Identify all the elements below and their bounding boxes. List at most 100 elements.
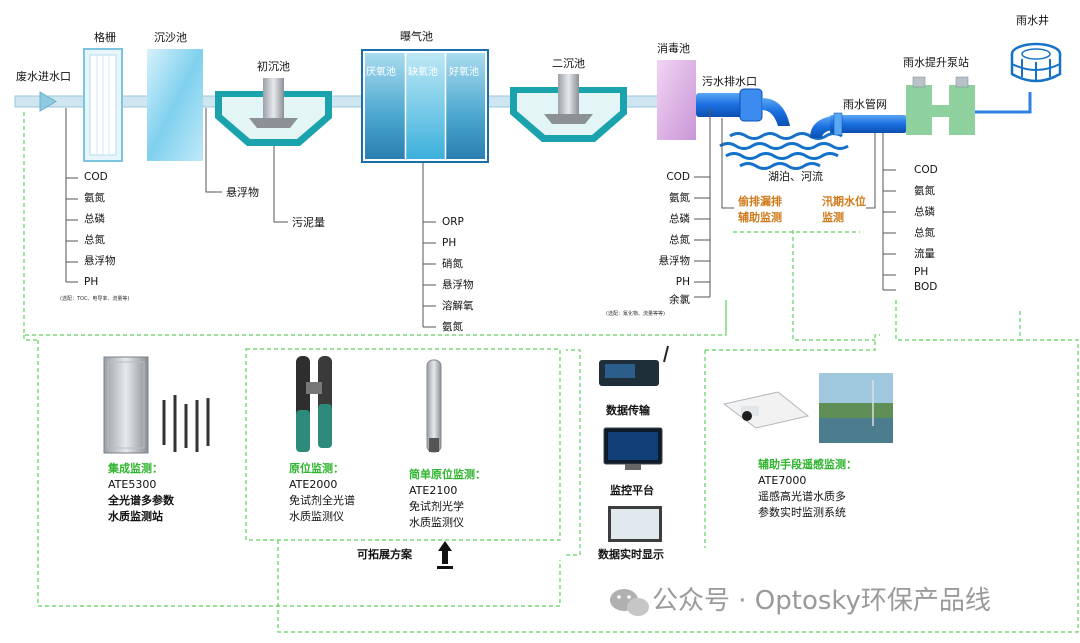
product-desc: 免试剂全光谱	[289, 494, 355, 507]
product-model: ATE5300	[108, 478, 157, 491]
product-desc: 参数实时监测系统	[758, 506, 846, 519]
ate2000-probe-image	[296, 356, 332, 452]
product-model: ATE2100	[409, 484, 458, 497]
watermark-text: 公众号 · Optosky环保产品线	[652, 586, 991, 616]
flood-monitor-line: 监测	[822, 211, 844, 224]
rain-pipe-network	[810, 112, 906, 138]
label-rain-well: 雨水井	[1016, 14, 1049, 27]
outlet-param-list: COD 氨氮 总磷 总氮 悬浮物 PH 余氯	[650, 167, 691, 308]
rain-param-list: COD 氨氮 总磷 总氮 流量 PH BOD	[914, 160, 938, 295]
disinfection-tank	[657, 60, 696, 140]
product-ate5300: 集成监测： ATE5300 全光谱多参数 水质监测站	[108, 461, 174, 525]
param-item: 硝氮	[442, 258, 463, 270]
param-item: 总磷	[914, 206, 935, 218]
aeration-param-list: ORP PH 硝氮 悬浮物 溶解氧 氨氮	[442, 212, 474, 338]
param-item: 氨氮	[669, 192, 690, 204]
ate2100-probe-image	[426, 359, 442, 453]
realtime-display-label: 数据实时显示	[598, 548, 664, 561]
product-desc: 免试剂光学	[409, 500, 464, 513]
ate7000-remote-sensing-image	[722, 373, 893, 443]
product-ate2100: 简单原位监测： ATE2100 免试剂光学 水质监测仪	[409, 467, 486, 531]
param-item: PH	[442, 237, 457, 249]
param-item: COD	[84, 171, 108, 183]
sewage-outlet-pipe	[696, 88, 790, 126]
label-aeration-tank: 曝气池	[400, 30, 433, 43]
label-grit-tank: 沉沙池	[154, 31, 187, 44]
grit-tank	[147, 49, 203, 161]
label-inlet: 废水进水口	[16, 70, 71, 83]
leak-monitor-line: 辅助监测	[738, 211, 782, 224]
product-title: 原位监测：	[289, 462, 344, 475]
rain-well-icon	[1010, 42, 1062, 83]
param-item: BOD	[914, 281, 938, 293]
inlet-param-list: COD 氨氮 总磷 总氮 悬浮物 PH	[84, 167, 116, 293]
flood-monitor-label: 汛期水位 监测	[822, 194, 866, 226]
label-sludge: 污泥量	[292, 216, 325, 229]
secondary-tank	[510, 74, 627, 142]
inlet-arrow	[39, 91, 57, 112]
label-rain-pump: 雨水提升泵站	[903, 56, 969, 69]
param-item: 总磷	[669, 213, 690, 225]
param-item: PH	[84, 276, 99, 288]
product-ate7000: 辅助手段遥感监测： ATE7000 遥感高光谱水质多 参数实时监测系统	[758, 457, 857, 521]
param-item: COD	[914, 164, 938, 176]
label-anaerobic: 厌氧池	[366, 67, 396, 78]
product-title: 简单原位监测：	[409, 468, 486, 481]
param-item: 悬浮物	[658, 255, 691, 267]
product-model: ATE2000	[289, 478, 338, 491]
wechat-logo-icon	[610, 589, 649, 616]
label-sewage-outlet: 污水排水口	[702, 75, 757, 88]
param-item: 氨氮	[84, 192, 105, 204]
monitor-platform-label: 监控平台	[610, 484, 654, 497]
label-lake-river: 湖泊、河流	[768, 170, 823, 183]
param-item: 氨氮	[914, 185, 935, 197]
param-item: COD	[666, 171, 690, 183]
param-item: 总磷	[84, 213, 105, 225]
leak-monitor-label: 偷排漏排 辅助监测	[738, 194, 782, 226]
data-transfer-device-image	[599, 345, 669, 386]
product-model: ATE7000	[758, 474, 807, 487]
flood-monitor-line: 汛期水位	[822, 195, 866, 208]
product-desc: 水质监测仪	[409, 516, 464, 529]
param-item: 总氮	[914, 227, 935, 239]
green-dashed-boundaries	[23, 112, 1079, 633]
leak-monitor-line: 偷排漏排	[738, 195, 782, 208]
expand-arrow-icon	[437, 541, 453, 569]
label-secondary-tank: 二沉池	[552, 57, 585, 70]
ate5300-cabinet-image	[103, 356, 210, 454]
grille-unit	[83, 48, 123, 162]
data-transfer-label: 数据传输	[606, 404, 650, 417]
label-anoxic: 缺氧池	[408, 67, 438, 78]
param-item: 总氮	[669, 234, 690, 246]
param-item: 余氯	[669, 294, 690, 306]
realtime-display-image	[608, 506, 662, 542]
product-title: 集成监测：	[108, 462, 163, 475]
primary-tank	[215, 78, 332, 146]
monitor-platform-image	[603, 427, 663, 470]
label-rain-pipe: 雨水管网	[843, 98, 887, 111]
param-item: 溶解氧	[442, 300, 474, 312]
param-item: 氨氮	[442, 321, 463, 333]
expand-label: 可拓展方案	[357, 548, 412, 561]
label-disinfection-tank: 消毒池	[657, 42, 690, 55]
param-item: 悬浮物	[442, 279, 474, 291]
product-desc: 全光谱多参数	[108, 494, 174, 507]
aeration-tank	[361, 49, 489, 163]
param-item: 总氮	[84, 234, 105, 246]
param-item: ORP	[442, 216, 464, 228]
param-item: PH	[675, 276, 690, 288]
param-connectors	[65, 108, 896, 328]
param-item: PH	[914, 266, 929, 278]
product-ate2000: 原位监测： ATE2000 免试剂全光谱 水质监测仪	[289, 461, 355, 525]
product-desc: 水质监测站	[108, 510, 163, 523]
product-desc: 遥感高光谱水质多	[758, 490, 846, 503]
lake-river-waves	[719, 132, 849, 170]
label-grille: 格栅	[94, 31, 116, 44]
inlet-optional-note: (选配：TOC、电导率、流量等)	[60, 296, 130, 302]
label-suspended: 悬浮物	[226, 186, 259, 199]
product-title: 辅助手段遥感监测：	[758, 458, 857, 471]
param-item: 悬浮物	[84, 255, 116, 267]
product-desc: 水质监测仪	[289, 510, 344, 523]
param-item: 流量	[914, 248, 935, 260]
